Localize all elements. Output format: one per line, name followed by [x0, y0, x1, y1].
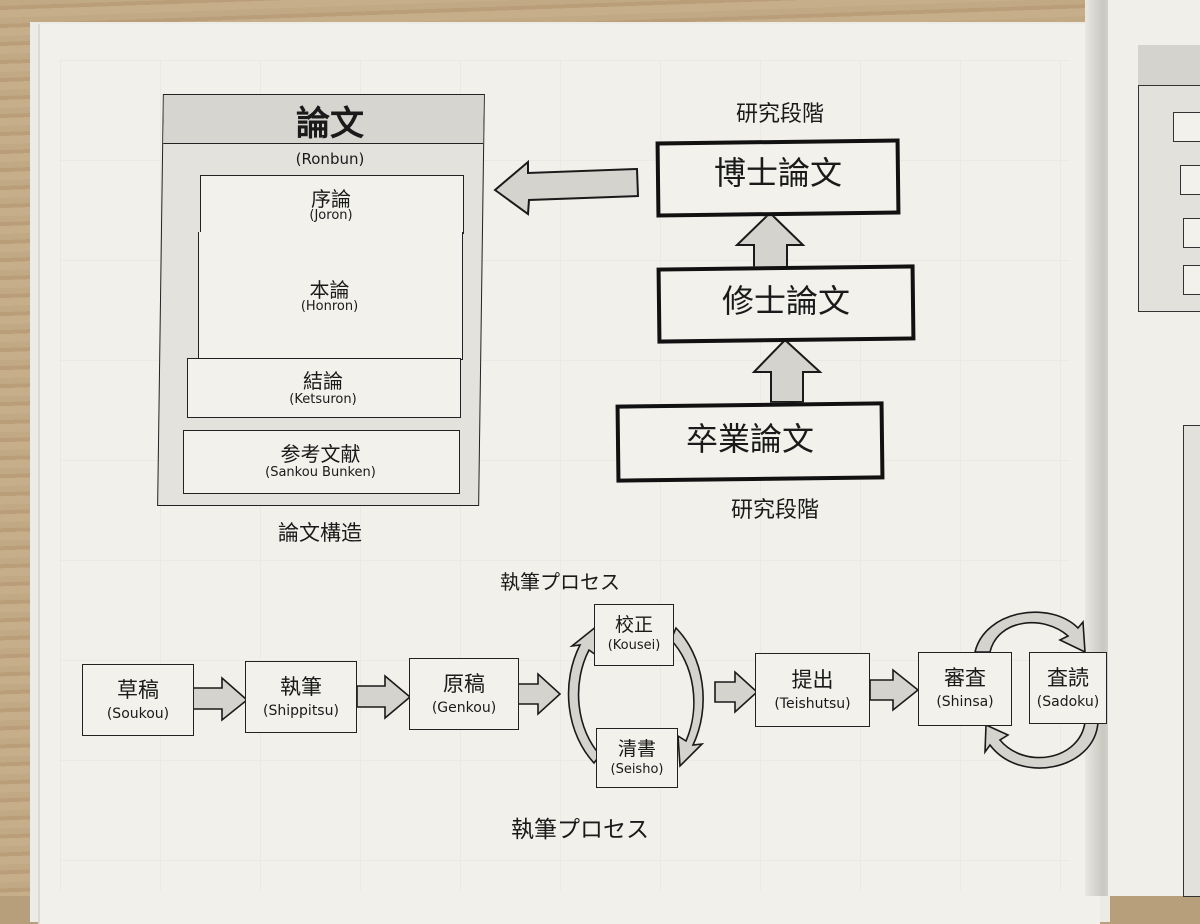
process-box-seisho	[596, 728, 678, 788]
arrow-right-icon	[517, 672, 562, 716]
references-box	[183, 430, 460, 494]
arrow-up-icon	[734, 211, 806, 269]
process-step-romaji: (Teishutsu)	[774, 696, 851, 712]
section-romaji: (Honron)	[300, 299, 359, 314]
process-caption-bottom: 執筆プロセス	[511, 817, 649, 843]
process-step-romaji: (Soukou)	[106, 706, 170, 722]
process-box-shippitsu	[245, 661, 357, 733]
right-page-box-header	[1138, 45, 1200, 86]
diagram-arrows	[192, 159, 1099, 769]
process-step-romaji: (Seisho)	[610, 762, 664, 777]
cycle-arrow-top-icon	[973, 611, 1086, 654]
process-step-romaji: (Genkou)	[431, 700, 497, 716]
right-page-inner-box	[1173, 112, 1200, 142]
research-stages-caption-top: 研究段階	[735, 102, 824, 127]
process-step-title: 草稿	[117, 678, 159, 702]
process-box-soukou	[82, 664, 194, 736]
stage-title: 卒業論文	[685, 420, 814, 458]
section-title: 序論	[311, 187, 351, 211]
process-step-romaji: (Kousei)	[607, 638, 661, 653]
section-title: 結論	[303, 369, 343, 393]
right-page-inner-box	[1183, 265, 1200, 295]
process-box-teishutsu	[755, 653, 870, 727]
process-step-title: 原稿	[443, 672, 485, 696]
process-box-shinsa	[918, 652, 1012, 726]
paper-title-romaji: (Ronbun)	[295, 150, 365, 168]
research-stages-caption-bottom: 研究段階	[730, 498, 819, 523]
stage-title: 修士論文	[721, 282, 850, 320]
cycle-arrow-bottom-icon	[984, 721, 1099, 769]
section-romaji: (Ketsuron)	[289, 392, 357, 407]
process-step-title: 清書	[617, 738, 656, 760]
section-title: 本論	[309, 278, 350, 302]
process-box-kousei	[594, 604, 674, 666]
process-step-title: 執筆	[280, 675, 322, 699]
process-step-title: 審査	[944, 666, 986, 690]
references-romaji: (Sankou Bunken)	[265, 465, 376, 480]
references-title: 参考文献	[280, 442, 361, 466]
process-step-romaji: (Sadoku)	[1036, 694, 1100, 710]
process-step-romaji: (Shippitsu)	[263, 703, 339, 719]
paper-title: 論文	[296, 104, 364, 144]
process-box-sadoku	[1029, 652, 1107, 724]
process-caption-top: 執筆プロセス	[500, 570, 620, 594]
process-step-title: 校正	[614, 614, 653, 636]
arrow-left-icon	[493, 159, 640, 216]
process-box-genkou	[409, 658, 519, 730]
right-page-inner-box	[1183, 218, 1200, 248]
section-romaji: (Joron)	[309, 208, 353, 223]
arrow-right-icon	[869, 668, 920, 712]
arrow-right-icon	[356, 674, 412, 720]
paper-structure-caption: 論文構造	[278, 521, 362, 545]
arrow-right-icon	[192, 676, 249, 722]
section-box-honron	[198, 232, 463, 360]
arrow-up-icon	[751, 338, 823, 403]
stage-title: 博士論文	[713, 154, 842, 192]
section-box-ketsuron	[187, 358, 461, 418]
right-page	[1108, 0, 1200, 897]
arrow-right-icon	[714, 670, 759, 714]
process-step-title: 査読	[1047, 666, 1089, 690]
section-box-joron	[200, 175, 464, 234]
cycle-arrow-right-icon	[670, 626, 705, 768]
process-step-romaji: (Shinsa)	[936, 694, 994, 710]
right-page-inner-box	[1180, 165, 1200, 195]
process-step-title: 提出	[791, 668, 834, 692]
